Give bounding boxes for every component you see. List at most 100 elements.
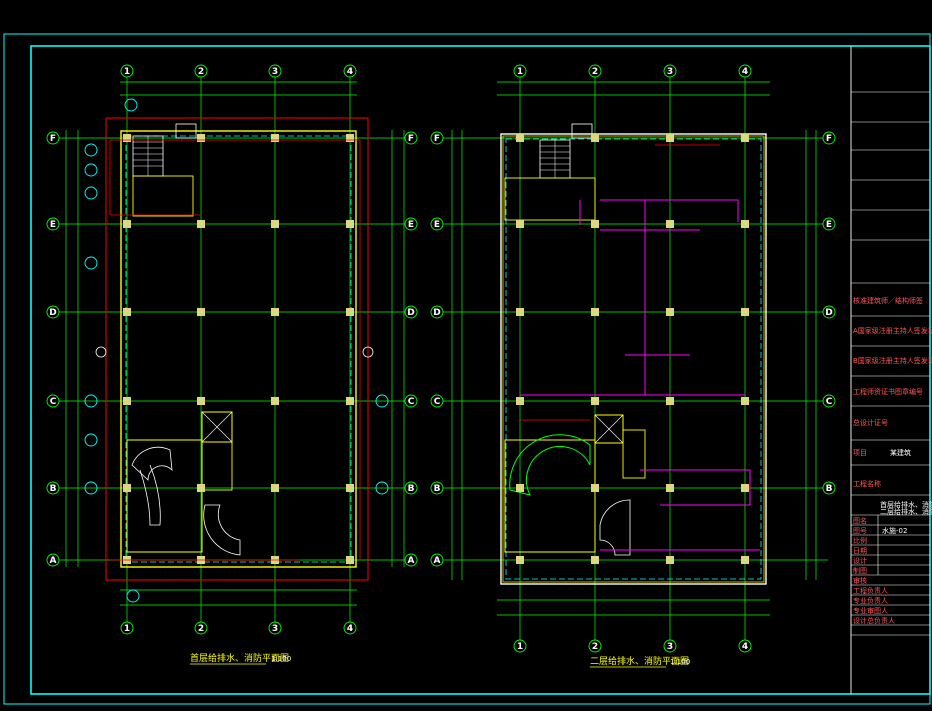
right-stair-treads xyxy=(540,140,570,178)
right-row-F-r: F xyxy=(826,134,832,144)
right-spiral-stair-2 xyxy=(599,499,631,556)
left-row-D-l: D xyxy=(49,308,56,318)
right-lift-lobby xyxy=(622,429,646,479)
tb-row-13: 审核 xyxy=(853,576,867,585)
left-stair-bottom-room xyxy=(126,439,203,553)
right-magenta-pipes xyxy=(520,199,760,551)
tb-row-7: 图名 xyxy=(853,516,867,525)
left-axis-grid xyxy=(58,75,411,628)
right-col-2-bottom: 2 xyxy=(592,642,598,652)
left-row-B-l: B xyxy=(50,484,57,494)
right-row-D-l: D xyxy=(433,308,440,318)
tb-row-4: 总设计证号 xyxy=(853,418,888,427)
left-symbol-circle-a xyxy=(95,346,107,358)
right-row-B-l: B xyxy=(434,484,441,494)
left-col-1-bottom: 1 xyxy=(124,624,130,634)
left-symbol-circle-b xyxy=(362,346,374,358)
tb-project-value: 某建筑 xyxy=(890,448,911,457)
left-col-4-top: 4 xyxy=(347,67,353,77)
left-plan-title: 首层给排水、消防平面图 xyxy=(190,652,289,664)
left-columns xyxy=(123,134,354,564)
left-row-C-l: C xyxy=(50,397,57,407)
right-col-4-top: 4 xyxy=(742,67,748,77)
tb-row-11: 设计 xyxy=(853,556,867,565)
right-stair-bottom-room xyxy=(504,439,596,553)
tb-row-2: B国家级注册主持人签发章 xyxy=(853,356,932,365)
left-spiral-stair-3 xyxy=(203,504,241,556)
tb-row-9: 比例 xyxy=(853,536,867,545)
left-spiral-stair-2 xyxy=(139,464,161,526)
right-wall-outer xyxy=(500,133,767,585)
right-row-C-r: C xyxy=(826,397,833,407)
right-wall-yellow xyxy=(502,135,765,583)
left-lift-lobby xyxy=(201,441,233,491)
right-col-1-top: 1 xyxy=(517,67,523,77)
right-row-D-r: D xyxy=(825,308,832,318)
tb-drawing-name-1: 首层给排水、消防平面图 xyxy=(880,500,932,509)
left-row-A-r: A xyxy=(408,556,415,566)
tb-row-14: 工程负责人 xyxy=(853,586,888,595)
right-col-4-bottom: 4 xyxy=(742,642,748,652)
left-col-3-bottom: 3 xyxy=(272,624,278,634)
left-col-2-top: 2 xyxy=(198,67,204,77)
right-floor-plan: 1 2 3 4 1 2 3 4 F E D C B A F E D C B 二层… xyxy=(430,64,836,668)
tb-drawing-no: 水施-02 xyxy=(882,526,907,535)
right-spiral-stair xyxy=(509,434,591,496)
tb-row-15: 专业负责人 xyxy=(853,596,888,605)
left-row-F-r: F xyxy=(408,134,414,144)
right-col-3-bottom: 3 xyxy=(667,642,673,652)
left-wall-inner xyxy=(125,135,352,563)
left-row-A-l: A xyxy=(50,556,57,566)
right-row-E-r: E xyxy=(826,220,832,230)
right-elevator xyxy=(594,414,624,444)
tb-row-3: 工程师资证书图章编号 xyxy=(853,387,923,396)
right-row-E-l: E xyxy=(434,220,440,230)
right-row-C-l: C xyxy=(434,397,441,407)
left-row-E-l: E xyxy=(50,220,56,230)
tb-row-6: 工程名称 xyxy=(853,479,881,488)
inner-frame xyxy=(30,45,931,695)
right-axis-bubbles xyxy=(430,64,836,653)
tb-row-16: 专业审图人 xyxy=(853,606,888,615)
left-spiral-stair xyxy=(131,446,173,481)
right-plan-title: 二层给排水、消防平面图 xyxy=(590,655,689,667)
left-row-E-r: E xyxy=(408,220,414,230)
outer-frame xyxy=(3,33,931,705)
left-red-outline xyxy=(105,117,369,581)
title-block: 核准建筑师／结构师签 A国家级注册主持人签发章 B国家级注册主持人签发章 工程师… xyxy=(850,46,932,694)
right-columns xyxy=(516,134,749,564)
right-row-B-r: B xyxy=(826,484,833,494)
left-row-F-l: F xyxy=(50,134,56,144)
left-floor-plan: 1 2 3 4 1 2 3 4 F E D C B A F E D C B A … xyxy=(46,64,418,665)
left-hydrant-symbols xyxy=(84,98,389,603)
tb-row-5: 项目 xyxy=(853,449,867,457)
left-col-1-top: 1 xyxy=(124,67,130,77)
right-red-pipes xyxy=(520,144,720,421)
left-plan-scale: 1:100 xyxy=(271,655,291,663)
left-stair-treads xyxy=(133,136,163,176)
left-row-B-r: B xyxy=(408,484,415,494)
tb-row-10: 日期 xyxy=(853,547,867,555)
left-toilet-block xyxy=(132,175,194,217)
tb-row-12: 制图 xyxy=(853,566,867,575)
right-row-A-l: A xyxy=(434,556,441,566)
right-toilet-block xyxy=(504,177,596,221)
tb-row-0: 核准建筑师／结构师签 xyxy=(853,296,923,305)
tb-row-1: A国家级注册主持人签发章 xyxy=(853,326,932,335)
left-wall-outer xyxy=(120,130,357,568)
right-plan-scale: 1:100 xyxy=(670,658,690,666)
right-row-F-l: F xyxy=(434,134,440,144)
left-col-4-bottom: 4 xyxy=(347,624,353,634)
right-col-2-top: 2 xyxy=(592,67,598,77)
tb-drawing-name-2: 二层给排水、消防平面图 xyxy=(880,507,932,516)
left-col-3-top: 3 xyxy=(272,67,278,77)
left-axis-bubbles xyxy=(46,64,418,635)
left-red-pipes xyxy=(109,139,361,561)
left-col-2-bottom: 2 xyxy=(198,624,204,634)
tb-row-8: 图号 xyxy=(853,527,867,535)
left-shaft-top xyxy=(175,123,197,139)
tb-row-17: 设计总负责人 xyxy=(853,616,895,625)
right-shaft-top xyxy=(571,123,593,139)
right-col-1-bottom: 1 xyxy=(517,642,523,652)
